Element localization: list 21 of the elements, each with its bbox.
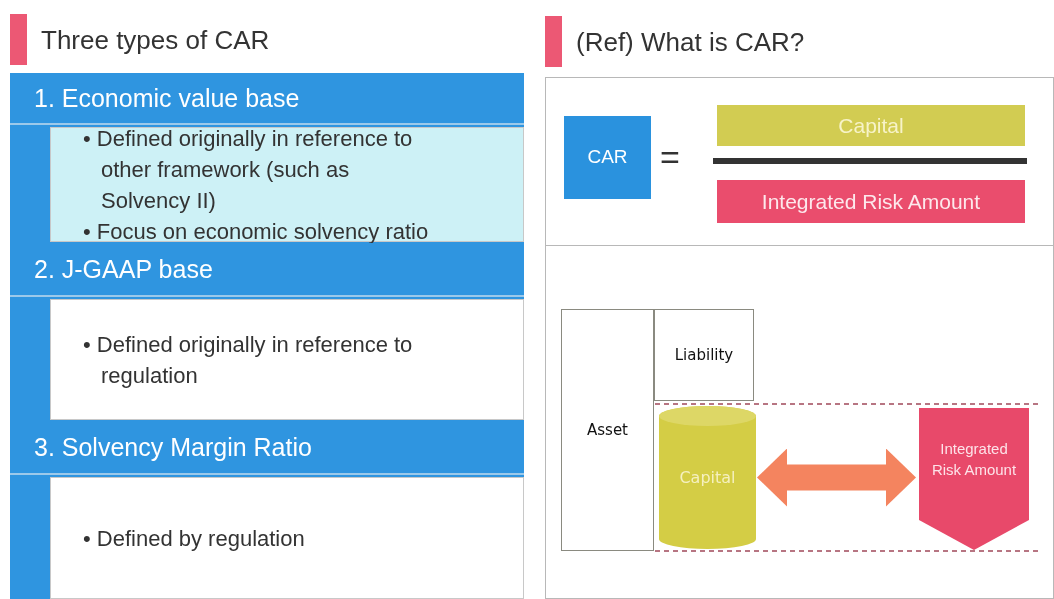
risk-pentagon: Integrated Risk Amount xyxy=(919,408,1029,550)
panel-frame xyxy=(545,77,1054,599)
bullet-item: • Defined originally in reference to other framework (such as Solvency II) xyxy=(83,124,414,215)
denominator-bar: Integrated Risk Amount xyxy=(717,180,1025,223)
bullet-panel xyxy=(50,127,524,242)
bullet-item: • Defined by regulation xyxy=(83,524,306,553)
balance-sheet-box: Asset xyxy=(561,309,654,551)
numerator-bar: Capital xyxy=(717,105,1025,146)
section-heading: (Ref) What is CAR? xyxy=(576,29,805,55)
capital-cylinder: Capital xyxy=(659,406,756,549)
equals-sign: = xyxy=(660,140,680,174)
bullet-panel xyxy=(50,477,524,599)
double-arrow xyxy=(757,448,916,507)
section-header-band: 2. J-GAAP base xyxy=(10,243,524,297)
balance-sheet-box: Liability xyxy=(654,309,754,401)
bullet-item: • Focus on economic solvency ratio xyxy=(83,217,430,246)
panel-frame xyxy=(10,73,524,599)
car-box: CAR xyxy=(564,116,651,199)
section-heading: Three types of CAR xyxy=(41,27,270,53)
bullet-item: • Defined originally in reference to regulation xyxy=(83,330,414,390)
bullet-panel xyxy=(50,299,524,420)
